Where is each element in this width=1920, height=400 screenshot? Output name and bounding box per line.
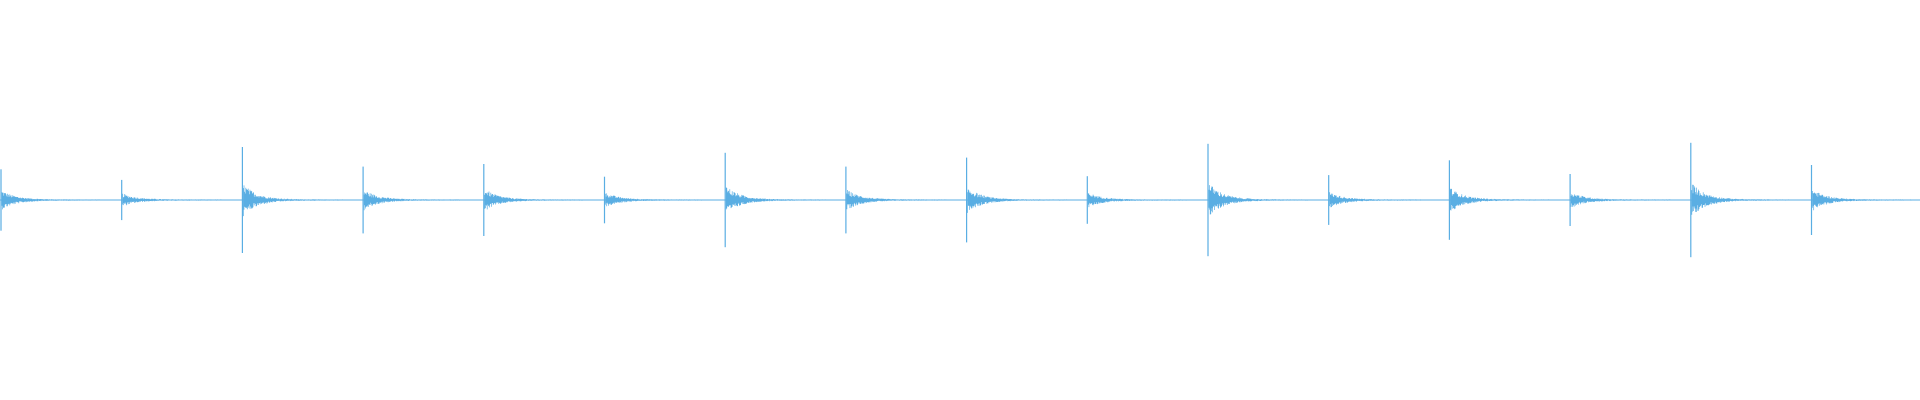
waveform-decay: [1329, 192, 1430, 208]
waveform-hit: [483, 164, 585, 236]
waveform-decay: [846, 190, 947, 210]
waveform-hit: [845, 166, 947, 234]
waveform-hit: [965, 157, 1067, 243]
waveform-decay: [1208, 185, 1309, 215]
waveform-hit: [1328, 175, 1430, 225]
waveform-decay: [1691, 184, 1792, 215]
waveform-hit: [1569, 174, 1671, 226]
waveform-decay: [1087, 193, 1188, 208]
waveform-hit: [241, 147, 343, 253]
waveform-hit: [0, 169, 102, 231]
waveform-decay: [1, 192, 102, 210]
waveform-decay: [363, 192, 464, 211]
waveform-decay: [967, 189, 1067, 213]
waveform-decay: [1450, 188, 1550, 211]
waveform-hit: [1810, 165, 1912, 235]
waveform-hit: [1690, 142, 1792, 258]
waveform-hit: [724, 152, 826, 248]
waveform-decay: [484, 191, 585, 210]
waveform-hit: [362, 166, 464, 234]
waveform-hits: [0, 142, 1912, 258]
waveform-hit: [1207, 143, 1309, 257]
waveform-decay: [725, 187, 826, 210]
waveform-hit: [1086, 176, 1188, 224]
waveform-decay: [605, 193, 705, 207]
waveform-decay: [122, 193, 223, 206]
waveform-hit: [603, 176, 705, 224]
waveform-hit: [121, 179, 223, 221]
waveform-decay: [1812, 191, 1912, 211]
waveform-hit: [1448, 160, 1550, 240]
waveform-decay: [243, 185, 343, 217]
waveform-decay: [1570, 194, 1671, 207]
